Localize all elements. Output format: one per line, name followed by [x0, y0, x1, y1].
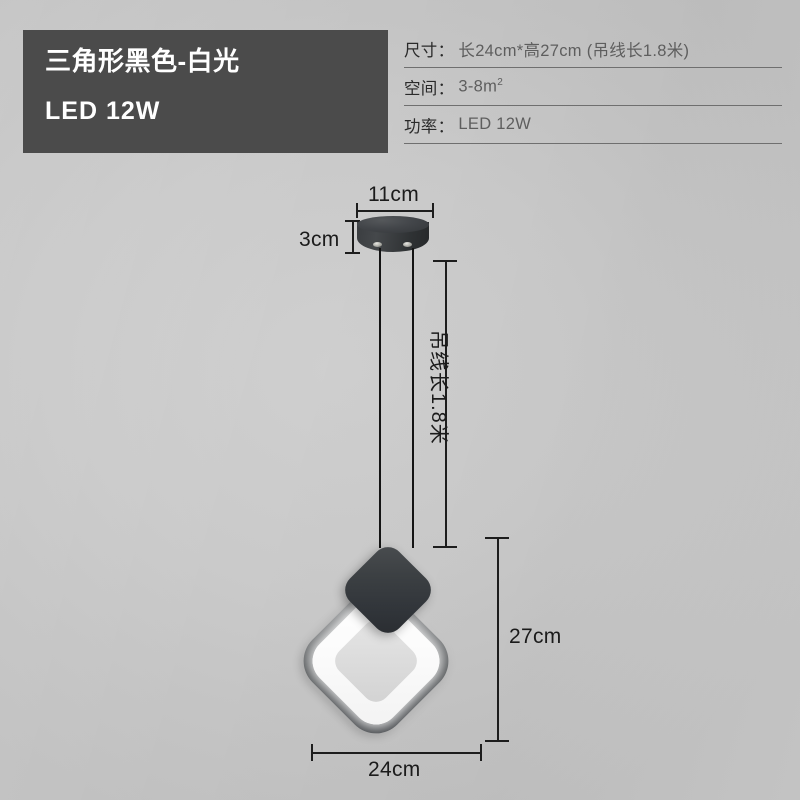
ceiling-canopy [357, 216, 429, 254]
dimension-tick-canopy-width-right [432, 203, 434, 218]
dimension-label-lamp-height: 27cm [509, 625, 562, 648]
dimension-tick-wire-length-top [433, 260, 457, 262]
dimension-line-lamp-height [497, 537, 499, 742]
spec-row-power: 功率： LED 12W [404, 106, 782, 144]
spec-row-size: 尺寸： 长24cm*高27cm (吊线长1.8米) [404, 30, 782, 68]
spec-value-power: LED 12W [458, 115, 532, 133]
canopy-screw-right [403, 242, 412, 247]
dimension-label-lamp-width: 24cm [368, 758, 421, 781]
dimension-tick-wire-length-bottom [433, 546, 457, 548]
spec-key-space: 空间： [404, 79, 455, 98]
dimension-label-canopy-height: 3cm [299, 228, 340, 251]
product-label-subtitle: LED 12W [45, 97, 161, 125]
dimension-label-canopy-width: 11cm [368, 183, 419, 206]
dimension-tick-lamp-height-bottom [485, 740, 509, 742]
dimension-tick-canopy-height-top [345, 220, 360, 222]
dimension-label-wire-length: 吊线长1.8米 [427, 330, 449, 445]
spec-key-size: 尺寸： [404, 41, 455, 60]
dimension-tick-canopy-width-left [356, 203, 358, 218]
product-label-title: 三角形黑色-白光 [45, 46, 240, 76]
dimension-line-lamp-width [311, 752, 482, 754]
spec-value-space-text: 3-8m [458, 77, 498, 96]
dimension-line-canopy-width [356, 210, 434, 212]
spec-value-size: 长24cm*高27cm (吊线长1.8米) [458, 41, 690, 60]
canopy-screw-left [373, 242, 382, 247]
spec-row-space: 空间： 3-8m2 [404, 68, 782, 106]
spec-table: 尺寸： 长24cm*高27cm (吊线长1.8米) 空间： 3-8m2 功率： … [404, 30, 782, 144]
suspension-wire-left [379, 248, 381, 548]
dimension-tick-lamp-height-top [485, 537, 509, 539]
dimension-tick-lamp-width-right [480, 744, 482, 761]
dimension-tick-lamp-width-left [311, 744, 313, 761]
suspension-wire-right [412, 248, 414, 548]
canopy-top-face [357, 216, 429, 233]
spec-value-space-sup: 2 [497, 76, 504, 88]
dimension-line-wire-length [445, 260, 447, 548]
spec-value-space: 3-8m2 [458, 77, 503, 97]
product-label-box: 三角形黑色-白光 LED 12W [23, 30, 388, 153]
dimension-line-canopy-height [352, 220, 354, 254]
pendant-lamp [268, 535, 500, 769]
spec-key-power: 功率： [404, 117, 455, 136]
dimension-tick-canopy-height-bottom [345, 252, 360, 254]
